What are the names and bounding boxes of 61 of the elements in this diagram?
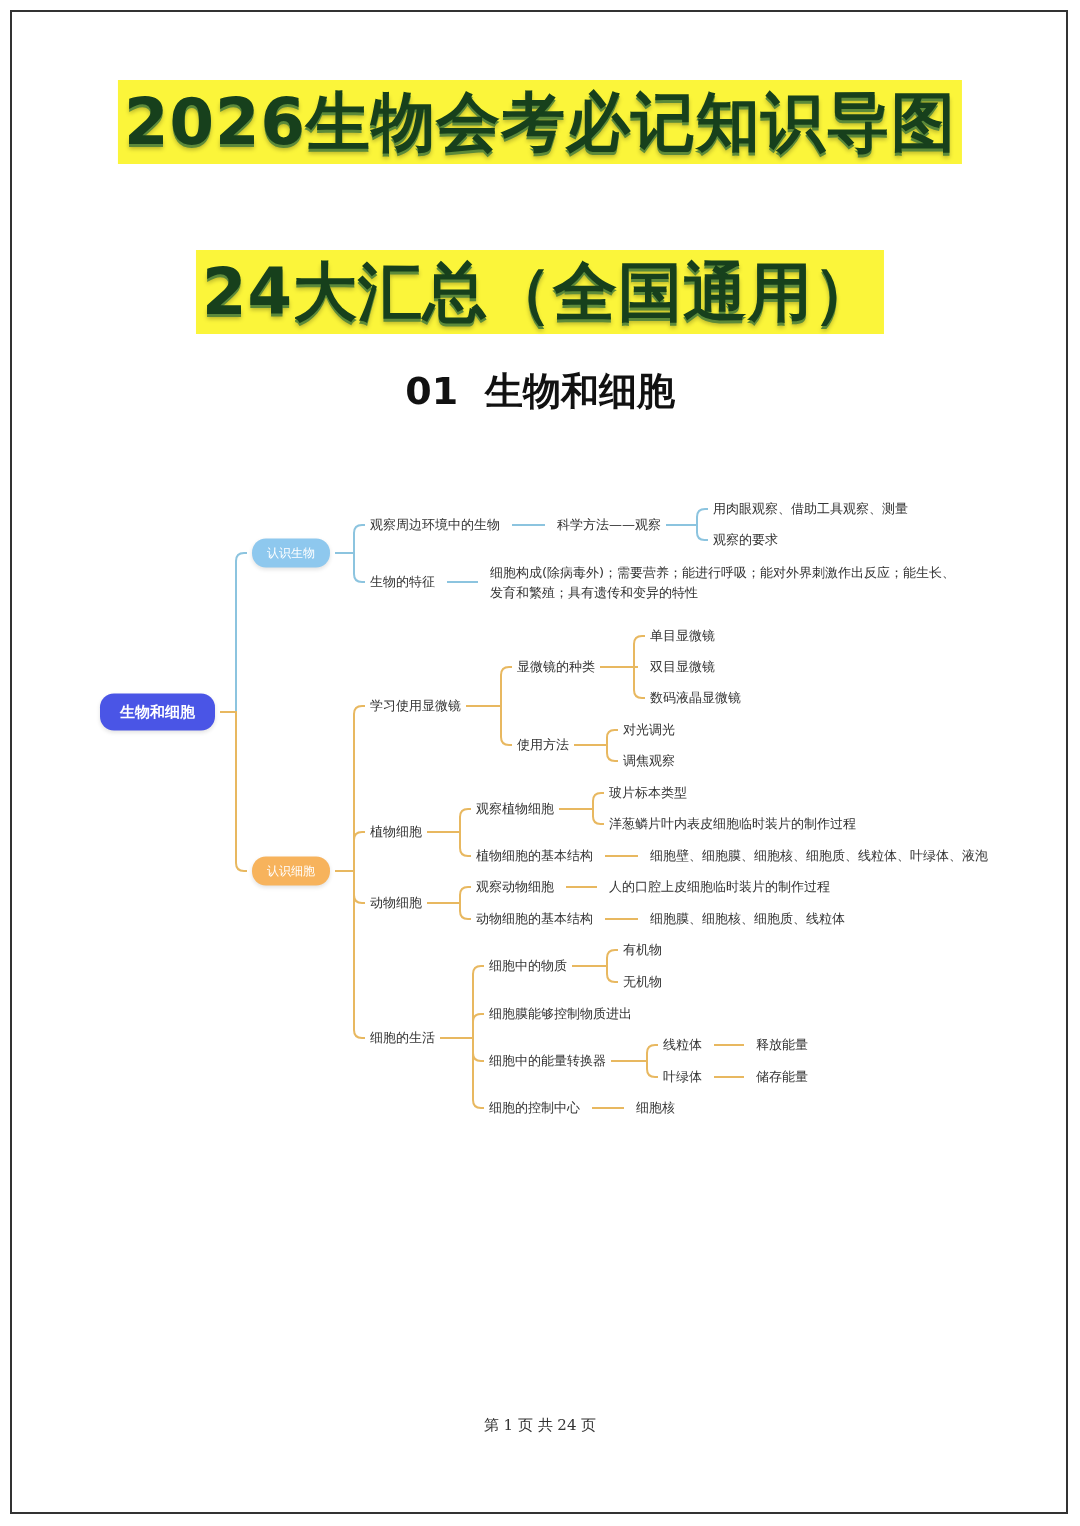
connector-line	[604, 855, 639, 857]
topic-text: 叶绿体	[663, 1067, 702, 1087]
topic-text: 细胞的控制中心	[489, 1098, 580, 1118]
connector-line	[426, 831, 472, 857]
page-number: 第 1 页 共 24 页	[482, 1416, 598, 1435]
connector-line	[713, 1076, 745, 1078]
connector-line	[446, 581, 479, 583]
topic-text: 观察的要求	[713, 530, 778, 550]
connector-line	[426, 902, 472, 920]
topic-text: 无机物	[623, 972, 662, 992]
topic-text: 学习使用显微镜	[370, 696, 461, 716]
topic-text: 储存能量	[756, 1067, 808, 1087]
topic-text: 科学方法——观察	[557, 515, 661, 535]
branch-topic-pill: 认识细胞	[252, 856, 330, 886]
topic-text: 用肉眼观察、借助工具观察、测量	[713, 499, 908, 519]
topic-text: 观察周边环境中的生物	[370, 515, 500, 535]
topic-text: 观察植物细胞	[476, 799, 554, 819]
root-topic-pill: 生物和细胞	[100, 693, 215, 731]
topic-text: 洋葱鳞片叶内表皮细胞临时装片的制作过程	[609, 814, 856, 834]
title: 2026生物会考必记知识导图	[117, 80, 963, 164]
topic-text: 细胞核	[636, 1098, 675, 1118]
topic-text: 调焦观察	[623, 751, 675, 771]
connector-line	[610, 1060, 659, 1078]
connector-line	[591, 1107, 625, 1109]
connector-line	[713, 1044, 745, 1046]
connector-line	[573, 744, 619, 762]
connector-line	[558, 808, 605, 825]
connector-line	[565, 886, 598, 888]
topic-text: 数码液晶显微镜	[650, 688, 741, 708]
topic-text: 玻片标本类型	[609, 783, 687, 803]
topic-text: 细胞中的能量转换器	[489, 1051, 606, 1071]
topic-text: 显微镜的种类	[517, 657, 595, 677]
topic-text: 线粒体	[663, 1035, 702, 1055]
connector-line	[604, 918, 639, 920]
connector-line	[599, 666, 646, 699]
connector-line	[334, 552, 366, 583]
topic-text: 细胞壁、细胞膜、细胞核、细胞质、线粒体、叶绿体、液泡	[650, 846, 988, 866]
branch-topic-pill: 认识生物	[252, 538, 330, 568]
topic-text: 植物细胞	[370, 822, 422, 842]
section-heading: 01 生物和细胞	[404, 368, 676, 415]
topic-text: 使用方法	[517, 735, 569, 755]
topic-text: 细胞中的物质	[489, 956, 567, 976]
topic-text: 有机物	[623, 940, 662, 960]
topic-text: 动物细胞	[370, 893, 422, 913]
topic-text: 生物的特征	[370, 572, 435, 592]
connector-line	[511, 524, 546, 526]
subtitle: 24大汇总（全国通用）	[195, 250, 885, 334]
topic-text: 对光调光	[623, 720, 675, 740]
topic-text: 单目显微镜	[650, 626, 715, 646]
topic-text: 细胞的生活	[370, 1028, 435, 1048]
topic-text: 细胞膜能够控制物质进出	[489, 1004, 632, 1024]
topic-text: 植物细胞的基本结构	[476, 846, 593, 866]
topic-text: 人的口腔上皮细胞临时装片的制作过程	[609, 877, 830, 897]
connector-line	[665, 524, 709, 541]
topic-text: 观察动物细胞	[476, 877, 554, 897]
topic-text: 释放能量	[756, 1035, 808, 1055]
topic-text: 双目显微镜	[650, 657, 715, 677]
connector-line	[571, 965, 619, 983]
topic-text: 细胞构成(除病毒外)；需要营养；能进行呼吸；能对外界刺激作出反应；能生长、发育和繁殖；具有遗传和变异的特性	[490, 562, 960, 602]
topic-text: 动物细胞的基本结构	[476, 909, 593, 929]
topic-text: 细胞膜、细胞核、细胞质、线粒体	[650, 909, 845, 929]
